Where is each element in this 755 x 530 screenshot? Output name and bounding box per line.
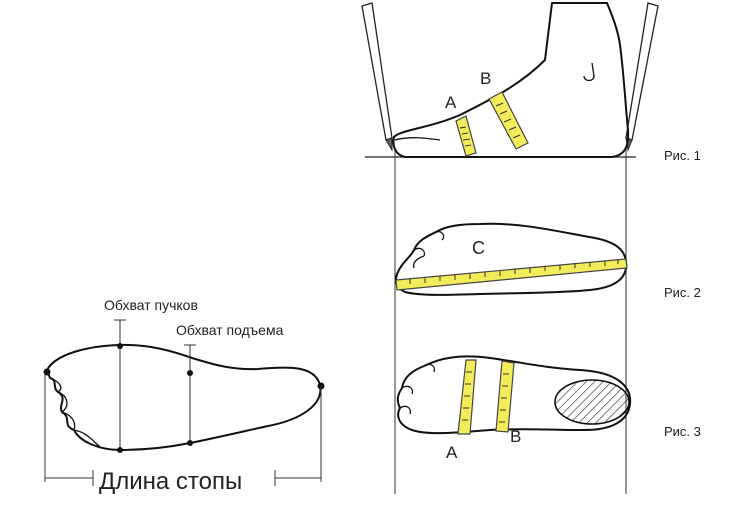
fig2-toe-bumps <box>412 230 445 269</box>
ball-girth-label: Обхват пучков <box>104 297 198 313</box>
length-tape-ticks <box>409 259 619 284</box>
right-pencil <box>625 2 659 141</box>
fig3-foot-outline <box>396 355 632 435</box>
fig1-caption: Рис. 1 <box>664 148 701 163</box>
fig1-label-b: B <box>480 69 491 88</box>
fig3-label-a: A <box>446 443 458 462</box>
fig1-side-view: A B <box>361 2 659 158</box>
heel-hatched-area <box>554 379 630 425</box>
fig3-label-b: B <box>510 427 521 446</box>
left-toe-bumps <box>49 377 101 448</box>
ball-girth-dot-top <box>117 343 123 349</box>
fig2-top-view: C <box>395 222 628 296</box>
fig1-label-a: A <box>445 93 457 112</box>
ankle-mark <box>583 62 595 82</box>
left-pencil <box>361 2 393 141</box>
fig2-caption: Рис. 2 <box>664 285 701 300</box>
side-tape-a <box>455 115 477 157</box>
fig3-tape-a <box>457 359 477 435</box>
left-footprint-outline <box>46 343 322 451</box>
fig2-label-c: C <box>472 238 485 258</box>
ball-girth-dot-bottom <box>117 447 123 453</box>
length-tape <box>395 258 628 291</box>
side-foot-outline <box>392 2 630 158</box>
fig3-caption: Рис. 3 <box>664 424 701 439</box>
left-footprint-group: Обхват пучков Обхват подъема Длина стопы <box>43 297 325 495</box>
fig3-toe-bumps <box>399 363 436 415</box>
fig3-tape-b <box>495 360 515 433</box>
side-toe-crease <box>394 137 441 141</box>
instep-girth-dot-top <box>187 370 193 376</box>
fig2-foot-outline <box>395 222 628 296</box>
fig3-footprint: A B <box>396 355 632 462</box>
instep-girth-label: Обхват подъема <box>176 322 284 338</box>
left-pencil-tip <box>385 137 393 152</box>
instep-girth-dot-bottom <box>187 440 193 446</box>
foot-length-label: Длина стопы <box>99 468 242 495</box>
